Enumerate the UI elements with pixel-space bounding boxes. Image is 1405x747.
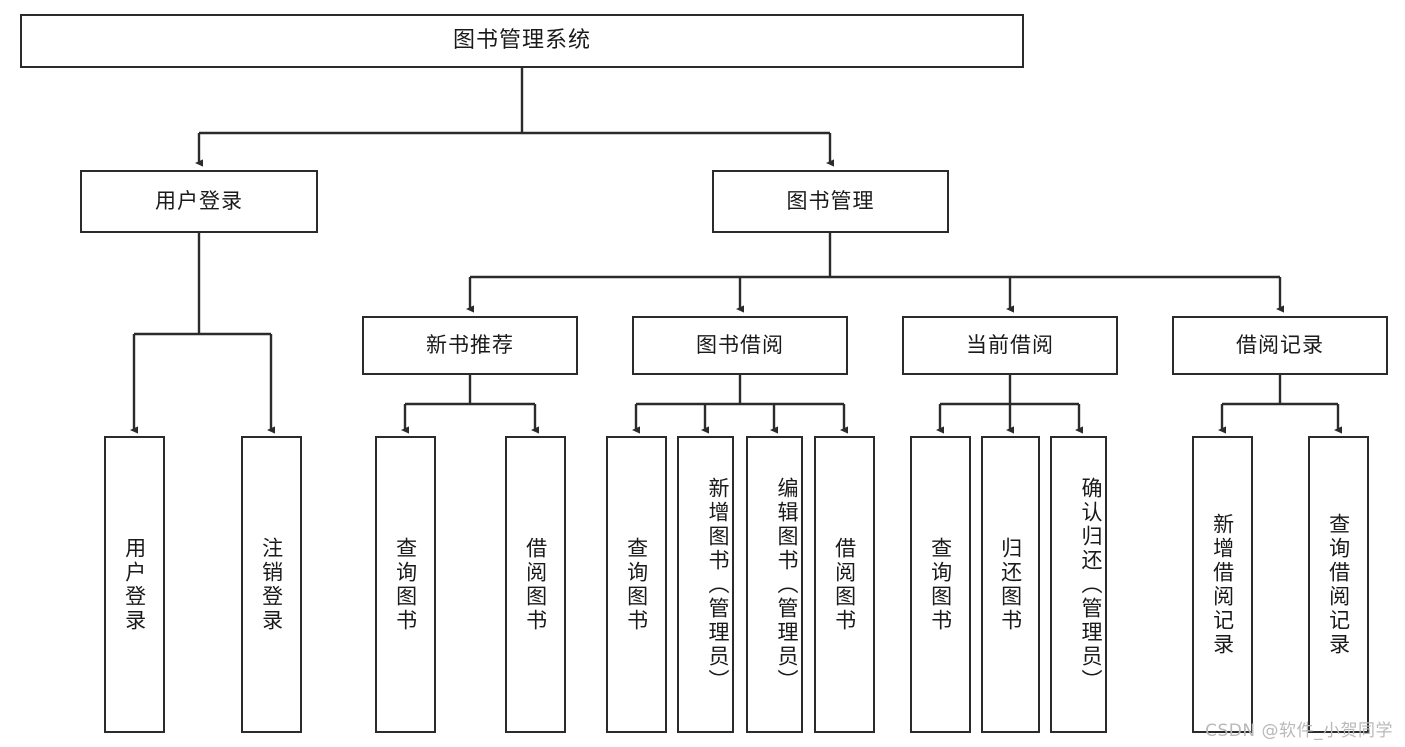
node-new-book-rec[interactable]: 新书推荐 (362, 316, 578, 375)
node-leaf-return-book-label: 归还图书 (998, 536, 1023, 633)
node-borrow-record[interactable]: 借阅记录 (1172, 316, 1388, 375)
node-root[interactable]: 图书管理系统 (20, 14, 1024, 68)
node-leaf-user-login[interactable]: 用户登录 (104, 436, 165, 733)
node-leaf-user-login-label: 用户登录 (122, 536, 147, 633)
node-leaf-query-book-3[interactable]: 查询图书 (910, 436, 971, 733)
node-leaf-borrow-book-2-label: 借阅图书 (832, 536, 857, 633)
node-leaf-edit-book-label: 编辑图书（管理员） (775, 476, 799, 693)
watermark: CSDN @软件_小贺同学 (1205, 721, 1393, 741)
node-current-borrow[interactable]: 当前借阅 (902, 316, 1118, 375)
node-leaf-edit-book[interactable]: 编辑图书（管理员） (746, 436, 803, 733)
node-leaf-confirm-return[interactable]: 确认归还（管理员） (1050, 436, 1107, 733)
node-leaf-add-book-label: 新增图书（管理员） (706, 476, 730, 693)
node-leaf-logout-label: 注销登录 (259, 536, 284, 633)
node-borrow-record-label: 借阅记录 (1236, 332, 1324, 357)
node-leaf-add-book[interactable]: 新增图书（管理员） (677, 436, 734, 733)
node-leaf-logout[interactable]: 注销登录 (241, 436, 302, 733)
node-leaf-query-book-2[interactable]: 查询图书 (606, 436, 667, 733)
node-book-borrow[interactable]: 图书借阅 (632, 316, 848, 375)
node-leaf-add-record[interactable]: 新增借阅记录 (1192, 436, 1253, 733)
node-root-label: 图书管理系统 (452, 27, 591, 53)
node-leaf-borrow-book-1-label: 借阅图书 (523, 536, 548, 633)
node-leaf-confirm-return-label: 确认归还（管理员） (1079, 476, 1103, 693)
node-leaf-add-record-label: 新增借阅记录 (1210, 512, 1235, 657)
node-book-borrow-label: 图书借阅 (696, 332, 784, 357)
node-leaf-borrow-book-1[interactable]: 借阅图书 (505, 436, 566, 733)
node-current-borrow-label: 当前借阅 (966, 332, 1054, 357)
node-leaf-return-book[interactable]: 归还图书 (981, 436, 1040, 733)
node-leaf-query-book-1-label: 查询图书 (393, 536, 418, 633)
node-leaf-borrow-book-2[interactable]: 借阅图书 (814, 436, 875, 733)
node-user-login-label: 用户登录 (155, 188, 243, 213)
node-book-manage[interactable]: 图书管理 (712, 170, 949, 233)
node-leaf-query-book-3-label: 查询图书 (928, 536, 953, 633)
node-user-login[interactable]: 用户登录 (80, 170, 318, 233)
node-new-book-rec-label: 新书推荐 (426, 332, 514, 357)
node-leaf-query-record[interactable]: 查询借阅记录 (1308, 436, 1369, 733)
node-book-manage-label: 图书管理 (786, 188, 875, 213)
node-leaf-query-record-label: 查询借阅记录 (1326, 512, 1351, 657)
node-leaf-query-book-2-label: 查询图书 (624, 536, 649, 633)
node-leaf-query-book-1[interactable]: 查询图书 (375, 436, 436, 733)
